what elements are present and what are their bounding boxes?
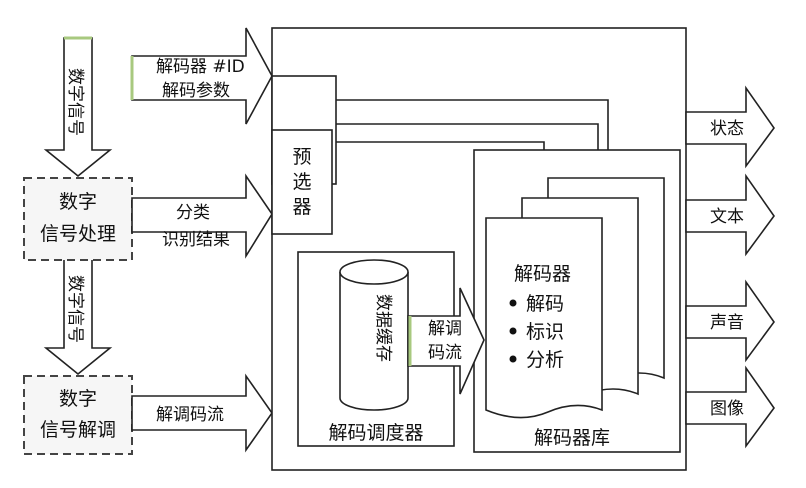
decoder-page-front — [485, 217, 603, 419]
decoder-library-label: 解码器库 — [534, 427, 610, 449]
signal-processing-line1: 数字 — [59, 191, 97, 213]
output-arrow-audio — [685, 279, 775, 363]
output-arrow-status — [685, 85, 775, 169]
decoder-scheduler-label: 解码调度器 — [328, 422, 423, 444]
signal-demod-box: 数字 信号解调 — [23, 375, 133, 455]
classify-result-arrow — [131, 173, 273, 259]
output-arrow-text — [685, 173, 775, 257]
decoder-bullet-decode: 解码 — [526, 293, 564, 315]
data-buffer-label: 数据缓存 — [373, 294, 393, 362]
output-arrow-image — [685, 365, 775, 449]
decoded-stream-label: 解调码流 — [156, 405, 224, 425]
signal-demod-line2: 信号解调 — [40, 419, 116, 441]
stream-line1-label: 解调 — [428, 319, 462, 339]
preselector-char-3: 器 — [292, 196, 311, 218]
output-status-label: 状态 — [710, 119, 744, 139]
preselector-box — [271, 129, 333, 235]
route-line-1 — [336, 99, 615, 172]
decoder-params-label: 解码参数 — [162, 81, 230, 101]
decoder-bullet-analyze: 分析 — [526, 349, 564, 371]
bullet-dot — [509, 327, 517, 335]
digital-signal-label-top: 数字信号 — [65, 68, 85, 136]
decoder-id-label: 解码器 #ID — [156, 57, 245, 77]
stream-line2-label: 码流 — [428, 343, 462, 363]
decoder-title: 解码器 — [514, 263, 571, 285]
decoder-id-arrow — [130, 27, 273, 125]
preselector-char-1: 预 — [292, 146, 311, 168]
recognition-result-label: 识别结果 — [162, 230, 230, 250]
signal-demod-line1: 数字 — [59, 388, 97, 410]
decoded-stream-inner-arrow — [407, 287, 485, 395]
digital-signal-arrow-top — [43, 36, 113, 178]
output-image-label: 图像 — [710, 399, 744, 419]
data-buffer-cylinder — [339, 259, 409, 411]
signal-processing-line2: 信号处理 — [40, 223, 116, 245]
output-audio-label: 声音 — [710, 313, 744, 333]
decoder-bullet-identify: 标识 — [526, 321, 564, 343]
bullet-dot — [509, 299, 517, 307]
bullet-dot — [509, 355, 517, 363]
decoded-stream-arrow — [131, 373, 273, 453]
preselector-char-2: 选 — [292, 171, 311, 193]
classify-label: 分类 — [176, 203, 210, 223]
signal-processing-box: 数字 信号处理 — [23, 177, 133, 261]
digital-signal-label-mid: 数字信号 — [65, 275, 85, 343]
output-text-label: 文本 — [710, 207, 744, 227]
